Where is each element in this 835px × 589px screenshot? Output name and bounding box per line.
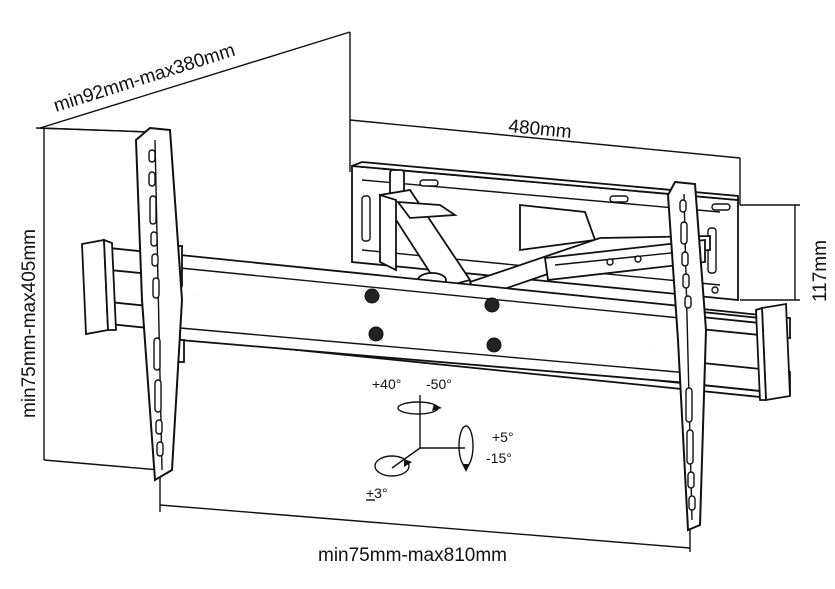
horizontal-spacing-label: min75mm-max810mm (318, 545, 507, 566)
tilt-arrow-icon (458, 425, 474, 472)
articulating-arm (378, 169, 711, 300)
right-vertical-bracket (666, 180, 708, 532)
horizontal-spacing-dimension: min75mm-max810mm (159, 470, 691, 566)
right-end-cap (755, 302, 791, 402)
swivel-arrow-icon (397, 401, 442, 415)
left-vertical-bracket (134, 126, 184, 482)
rotate-arrow-icon (374, 455, 412, 477)
tilt-down-label: -15° (486, 450, 512, 466)
swivel-right-label: -50° (426, 376, 452, 392)
plate-width-label: 480mm (508, 116, 573, 143)
depth-label: min92mm-max380mm (51, 40, 238, 117)
vertical-spacing-label: min75mm-max405mm (19, 229, 40, 418)
tilt-up-label: +5° (492, 429, 514, 445)
horizontal-rails (89, 245, 791, 399)
adjustment-axes: +40° -50° +5° -15° +3° (366, 376, 514, 501)
rotate-label: +3° (366, 485, 388, 501)
vertical-spacing-dimension: min75mm-max405mm (19, 127, 161, 471)
plate-height-label: 117mm (810, 240, 831, 302)
depth-dimension: min92mm-max380mm (39, 31, 351, 172)
plate-height-dimension: 117mm (740, 204, 831, 302)
swivel-left-label: +40° (372, 376, 401, 392)
